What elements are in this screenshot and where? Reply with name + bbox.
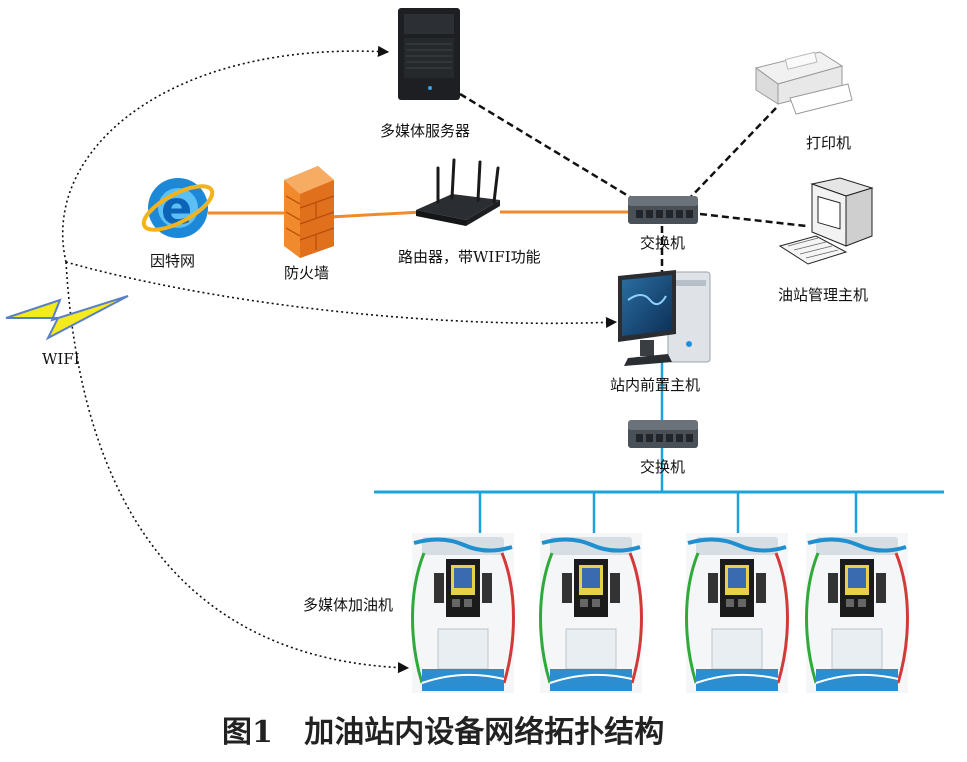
wifi-label: WIFI — [42, 350, 80, 368]
wifi-link-dispenser — [65, 261, 410, 674]
server-icon — [398, 8, 460, 100]
network-switch-icon — [628, 420, 698, 448]
media-server-label: 多媒体服务器 — [380, 122, 470, 140]
switch-bottom-label: 交换机 — [640, 458, 685, 476]
desktop-computer-icon — [618, 270, 711, 366]
printer-icon — [754, 51, 853, 115]
station-manager-label: 油站管理主机 — [778, 286, 868, 304]
fuel-dispenser-icon — [804, 531, 910, 695]
fuel-dispenser-icon — [684, 531, 790, 695]
router-label: 路由器，带WIFI功能 — [398, 248, 541, 266]
server-to-switch-link — [459, 92, 636, 202]
switch-top-label: 交换机 — [640, 234, 685, 252]
figure-caption: 图1 加油站内设备网络拓扑结构 — [222, 715, 664, 750]
printer-to-switch-link — [685, 107, 777, 203]
printer-label: 打印机 — [806, 134, 851, 152]
internet-explorer-icon: e — [141, 178, 215, 238]
network-switch-icon — [628, 196, 698, 224]
firewall-to-router-link — [329, 210, 423, 219]
brick-wall-icon — [284, 166, 335, 258]
firewall-label: 防火墙 — [284, 264, 329, 282]
lightning-bolt-icon — [5, 295, 129, 341]
wifi-link-front-host — [65, 261, 618, 329]
wifi-link-server — [61, 45, 390, 263]
manager-to-switch-link — [699, 212, 807, 228]
fuel-dispenser-icon — [410, 531, 516, 695]
wifi-router-icon — [416, 158, 500, 226]
front-host-label: 站内前置主机 — [610, 376, 700, 394]
internet-label: 因特网 — [150, 252, 195, 270]
desktop-computer-icon — [778, 177, 874, 265]
dispenser-label: 多媒体加油机 — [303, 596, 393, 614]
fuel-dispenser-icon — [538, 531, 644, 695]
